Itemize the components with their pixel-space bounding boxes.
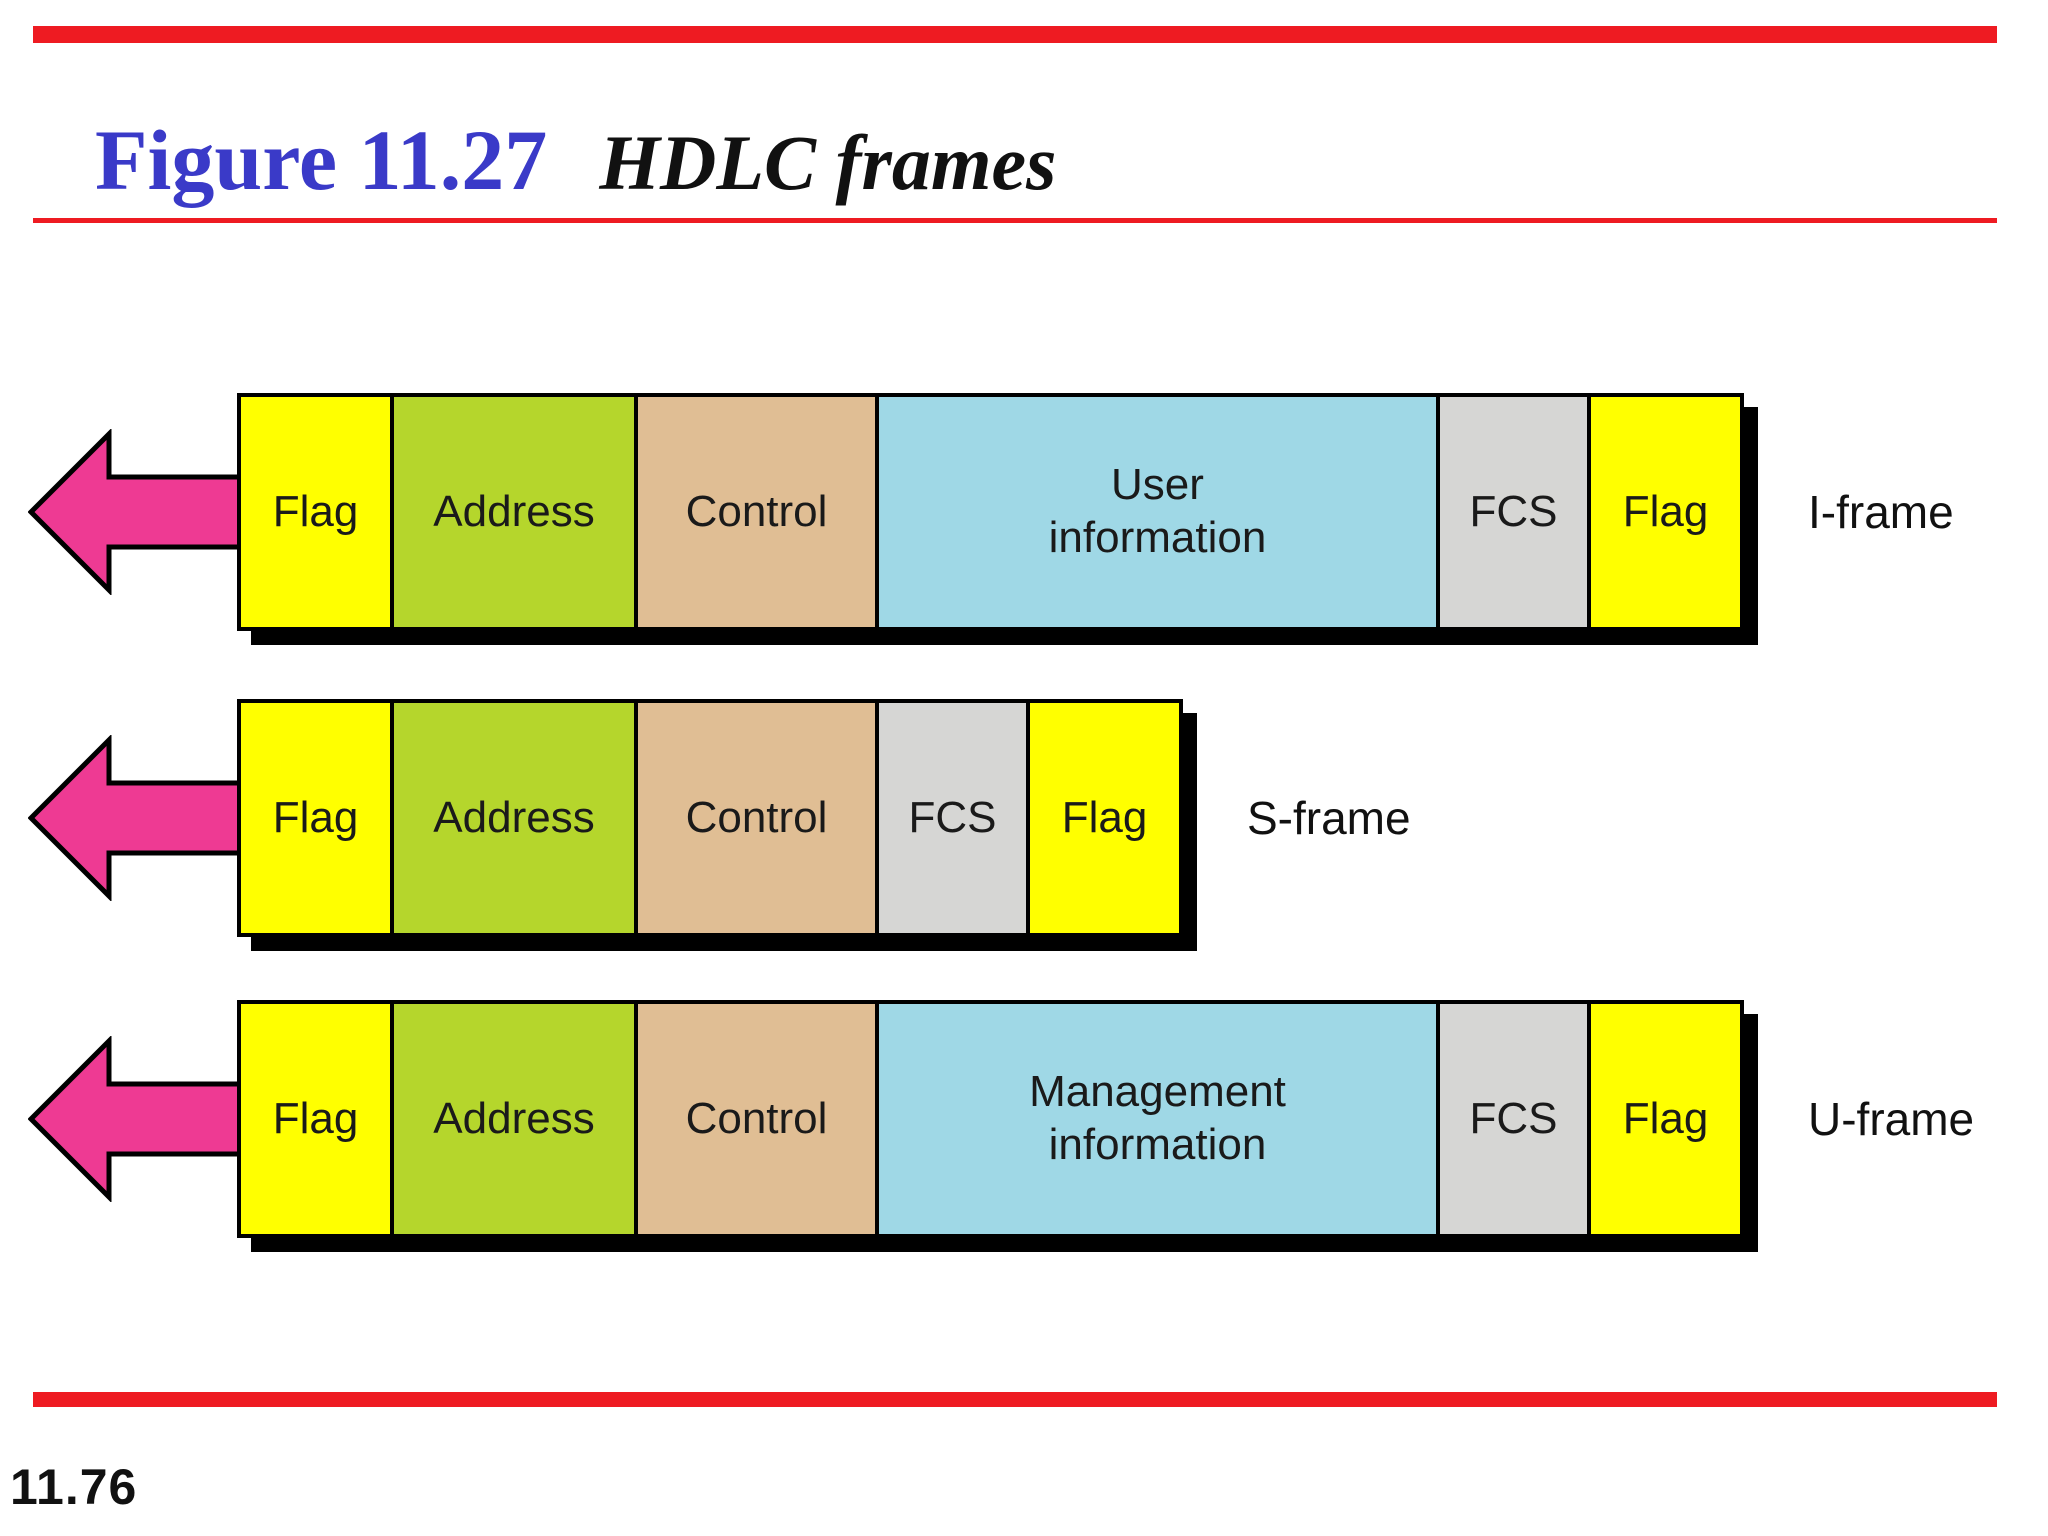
page-number: 11.76: [10, 1459, 138, 1515]
field-box-control: Control: [634, 1000, 879, 1238]
field-box-flag: Flag: [1587, 1000, 1744, 1238]
field-box-fcs: FCS: [1436, 393, 1591, 631]
frame-type-label: I-frame: [1808, 486, 1954, 538]
field-box-flag: Flag: [237, 393, 394, 631]
top-red-bar: [33, 26, 1997, 43]
figure-number: Figure 11.27: [95, 112, 548, 208]
field-box-address: Address: [390, 699, 638, 937]
field-box-flag: Flag: [1026, 699, 1183, 937]
left-arrow-icon: [28, 1036, 243, 1202]
field-box-info: Management information: [875, 1000, 1440, 1238]
field-box-fcs: FCS: [875, 699, 1030, 937]
field-box-address: Address: [390, 1000, 638, 1238]
title-underline-rule: [33, 218, 1997, 223]
figure-caption: Figure 11.27 HDLC frames: [95, 110, 1056, 210]
field-box-control: Control: [634, 699, 879, 937]
left-arrow-icon: [28, 735, 243, 901]
figure-title: HDLC frames: [599, 119, 1057, 206]
bottom-red-bar: [33, 1392, 1997, 1407]
field-box-control: Control: [634, 393, 879, 631]
field-box-address: Address: [390, 393, 638, 631]
field-box-fcs: FCS: [1436, 1000, 1591, 1238]
frame-type-label: S-frame: [1247, 792, 1411, 844]
frame-type-label: U-frame: [1808, 1093, 1975, 1145]
field-box-flag: Flag: [1587, 393, 1744, 631]
field-box-info: User information: [875, 393, 1440, 631]
field-box-flag: Flag: [237, 1000, 394, 1238]
left-arrow-icon: [28, 429, 243, 595]
field-box-flag: Flag: [237, 699, 394, 937]
